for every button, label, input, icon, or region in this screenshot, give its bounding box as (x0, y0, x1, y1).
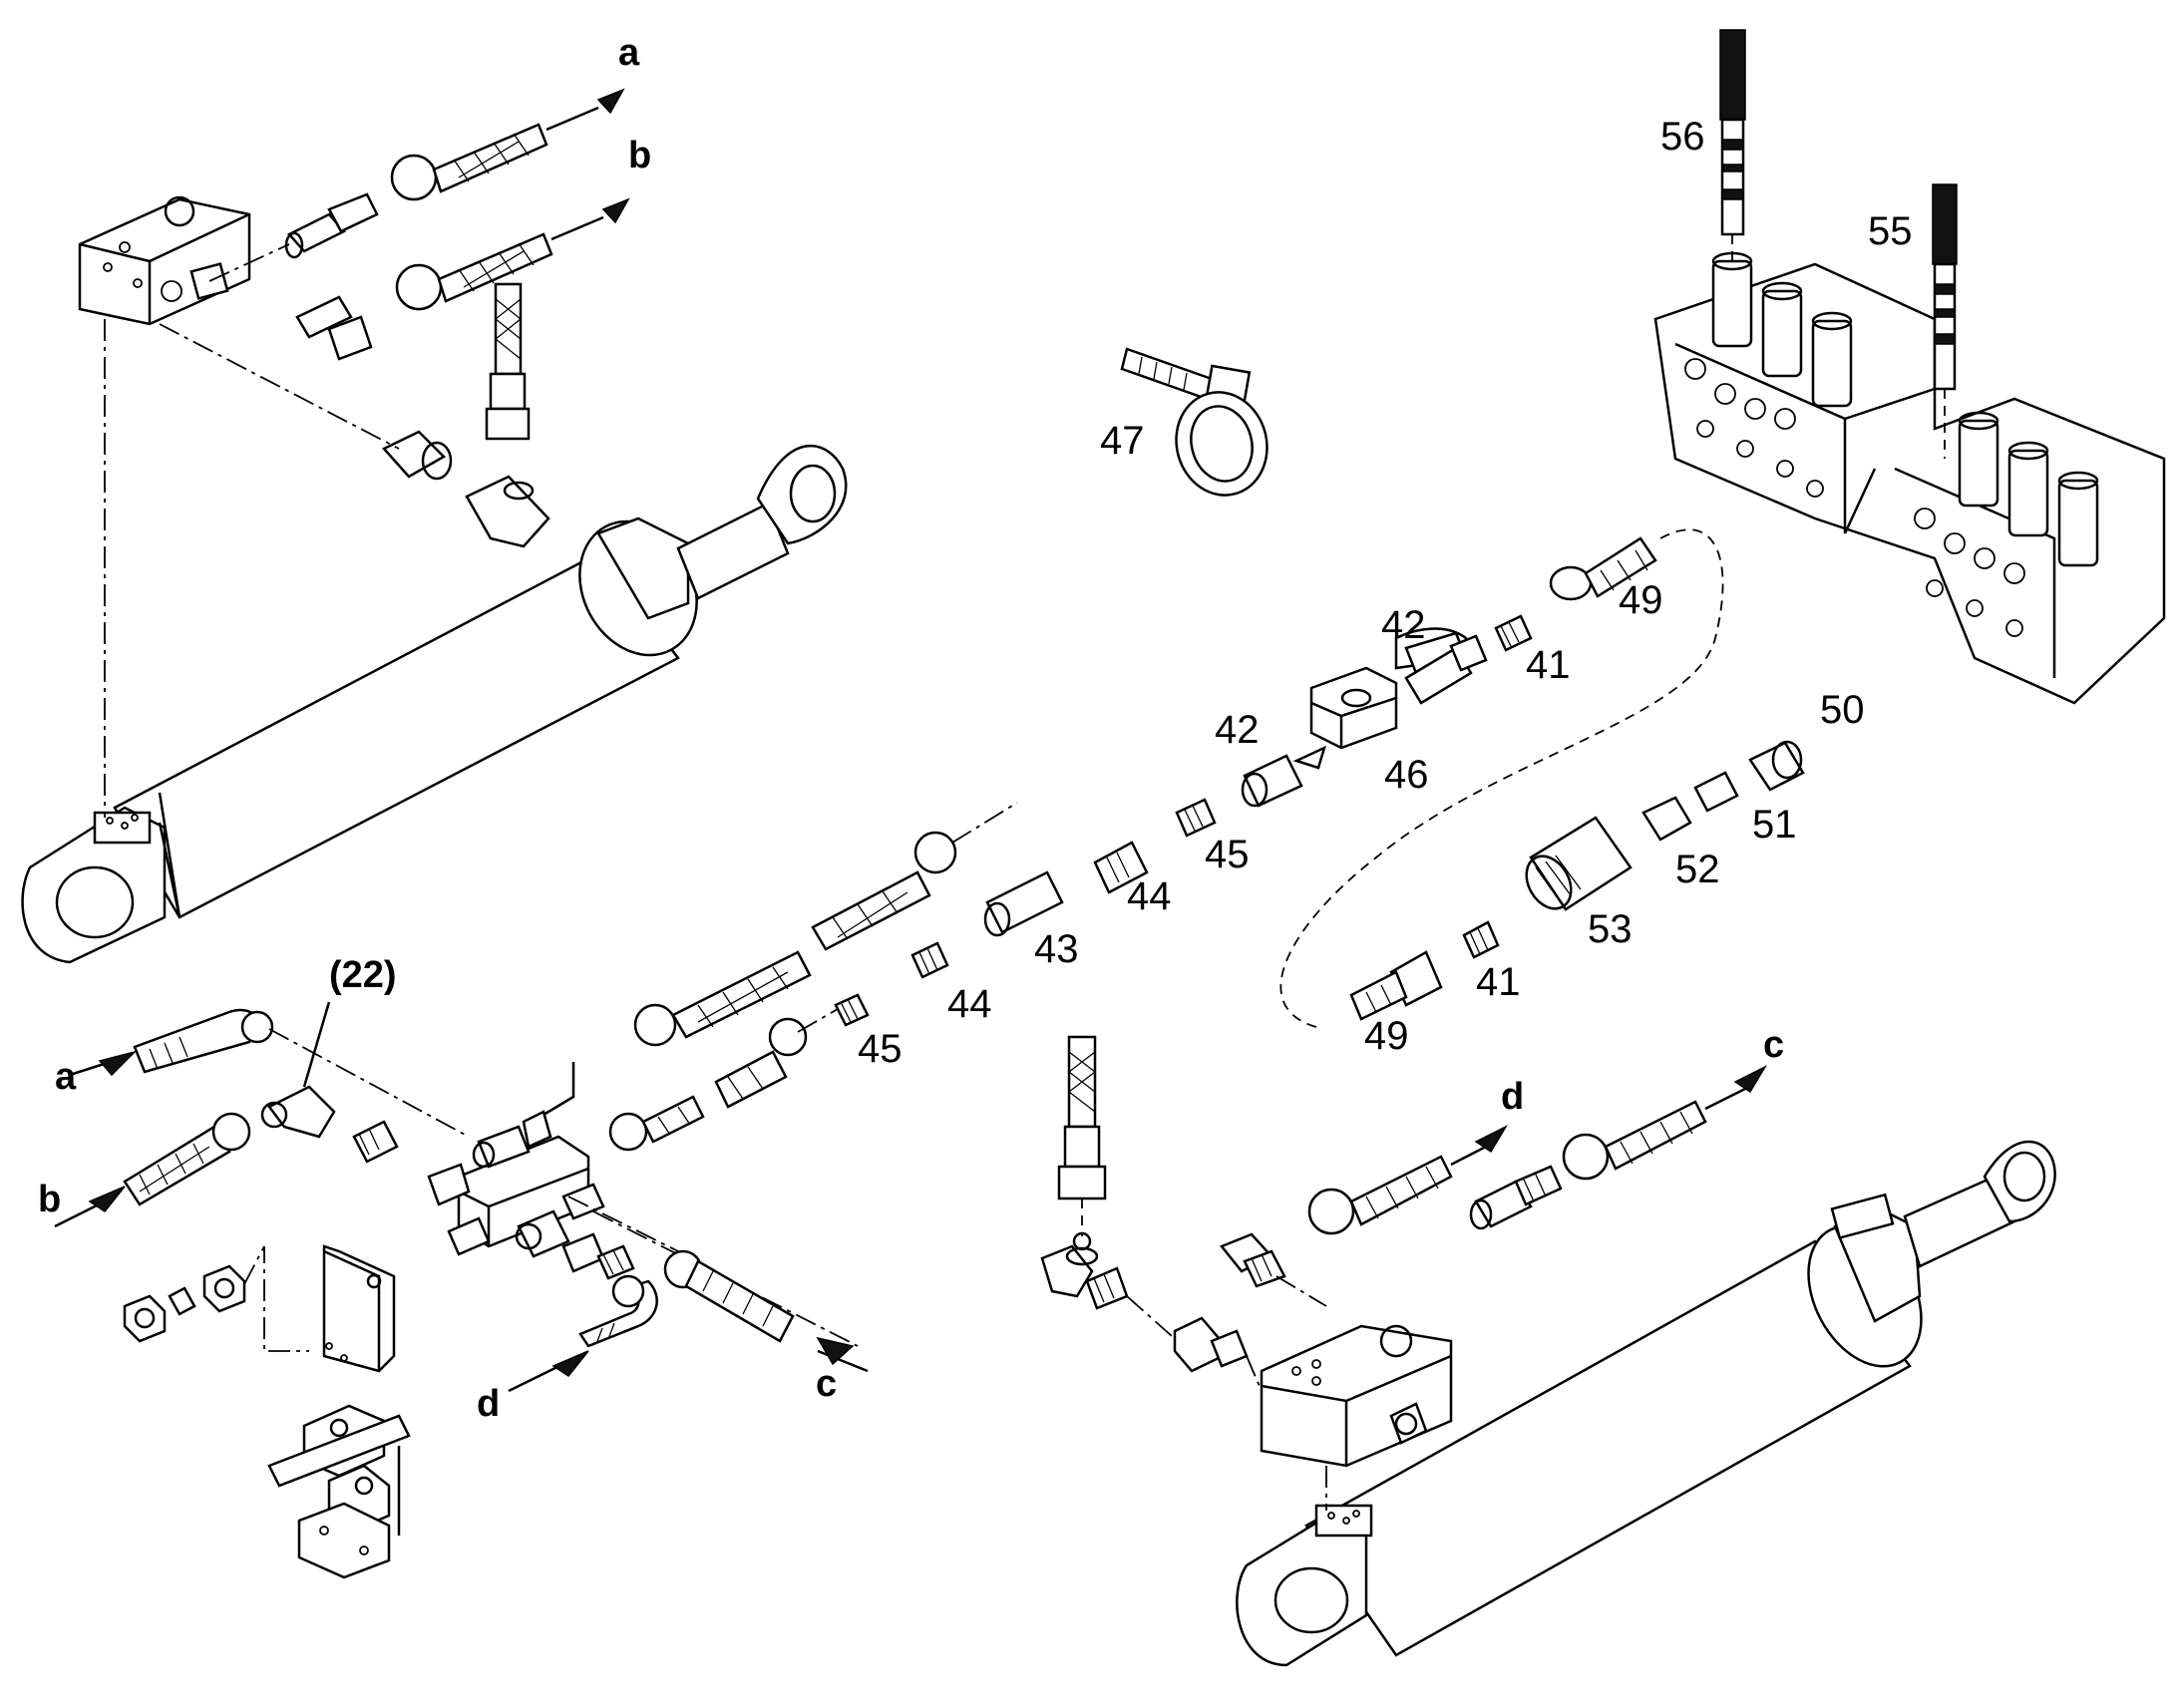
label-41-upper: 41 (1526, 643, 1571, 687)
vertical-hose-lower (1057, 1035, 1107, 1251)
upper-hydraulic-cylinder (21, 319, 848, 964)
right-fitting-pair (1469, 1165, 1563, 1230)
control-valve (1653, 251, 2166, 705)
spool-55 (1932, 183, 1958, 459)
filter-53-assembly (1525, 740, 1805, 911)
clamp-assembly (267, 1404, 411, 1579)
label-45-lower: 45 (858, 1027, 903, 1071)
label-47: 47 (1100, 419, 1145, 463)
hose-d-elbow (508, 1274, 658, 1393)
part-labels: 56 55 47 42 41 49 42 46 50 51 52 45 44 4… (329, 115, 1913, 1071)
connector-d-bottom: d (477, 1383, 500, 1425)
label-52: 52 (1675, 848, 1720, 891)
cable-tie-47 (1120, 347, 1269, 497)
connector-labels: a b a b d c d c (38, 32, 1784, 1425)
label-42-lower: 42 (1215, 708, 1260, 752)
lower-right-fittings (1040, 1232, 1327, 1392)
center-hose-upper (633, 802, 1018, 1047)
label-50: 50 (1820, 688, 1865, 732)
left-hose-b (54, 1112, 251, 1228)
bolt-42-upper (1404, 614, 1533, 705)
label-41-lower: 41 (1476, 960, 1521, 1004)
label-56: 56 (1660, 115, 1705, 159)
hose-c-lower (663, 1249, 869, 1373)
connector-b-top: b (628, 135, 651, 176)
lower-left-fittings (515, 1196, 859, 1347)
manifold-block (427, 1062, 605, 1256)
top-hose-a (390, 88, 625, 201)
center-hose-lower (608, 1008, 839, 1152)
label-51: 51 (1752, 803, 1797, 847)
left-hose-a (69, 1008, 470, 1138)
label-55: 55 (1868, 209, 1913, 253)
label-43: 43 (1034, 927, 1079, 971)
connector-a-top: a (618, 32, 640, 74)
label-42-upper: 42 (1381, 603, 1426, 647)
nuts-and-bracket (123, 1244, 396, 1373)
connector-c-right: c (1763, 1024, 1784, 1066)
label-49-lower: 49 (1364, 1014, 1409, 1058)
fittings-41-49-lower (1349, 920, 1500, 1021)
label-46: 46 (1384, 753, 1429, 797)
dashed-loop (1279, 528, 1724, 1028)
label-53: 53 (1588, 907, 1633, 951)
label-44-lower: 44 (947, 982, 992, 1026)
hose-49-upper (1549, 536, 1657, 601)
connector-b-left: b (38, 1179, 61, 1220)
top-left-fittings (159, 192, 550, 548)
spool-56 (1719, 29, 1746, 264)
label-49-upper: 49 (1619, 578, 1663, 622)
top-hose-b (395, 197, 630, 311)
label-44-upper: 44 (1127, 874, 1172, 918)
top-vertical-hose (485, 282, 531, 441)
label-45-upper: 45 (1205, 833, 1250, 876)
right-hose-c (1562, 1065, 1767, 1181)
connector-c-bottom: c (816, 1363, 837, 1405)
lower-valve-block (1260, 1324, 1453, 1468)
top-left-valve-block (78, 195, 251, 326)
fitting-22 (260, 1001, 399, 1164)
connector-d-right: d (1501, 1076, 1524, 1118)
label-22: (22) (329, 954, 397, 996)
lower-cylinder (1236, 1140, 2056, 1667)
connector-a-left: a (55, 1056, 77, 1098)
right-hose-d (1307, 1125, 1508, 1235)
center-fittings-row (834, 745, 1326, 1027)
